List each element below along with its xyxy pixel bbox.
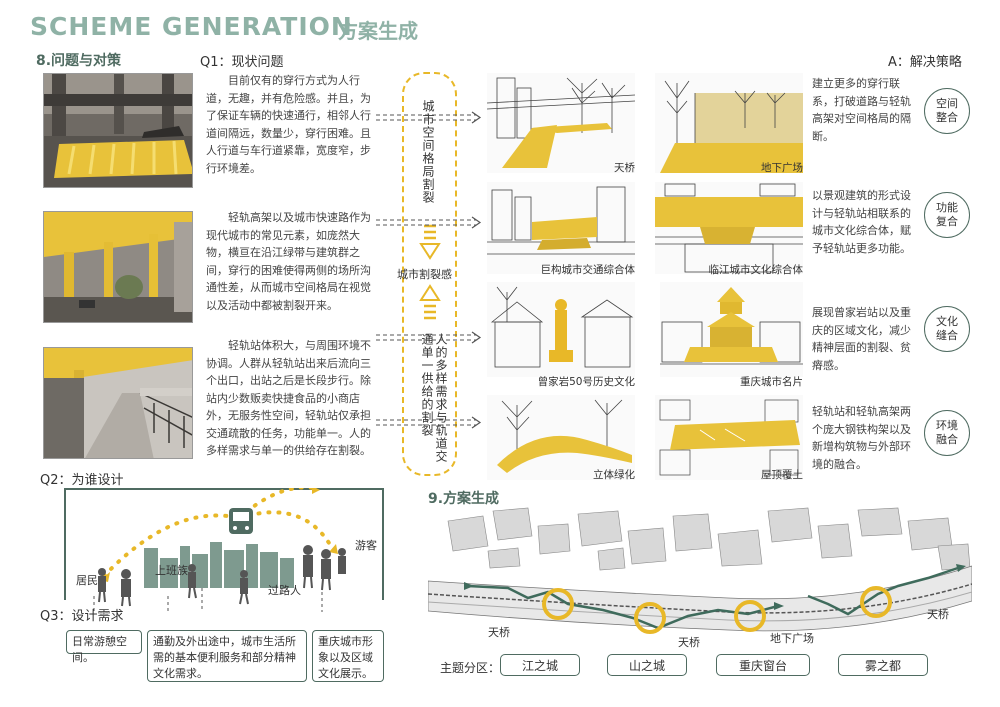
sketch-skybridge	[487, 73, 635, 173]
problem-text-3: 轻轨站体积大，与周围环境不协调。人群从轻轨站出来后流向三个出口，出站之后是长段步…	[206, 339, 371, 457]
caption-roof-soil: 屋顶覆土	[761, 469, 803, 481]
zone-river-city: 江之城	[500, 654, 580, 676]
sketch-transport-complex	[487, 182, 635, 274]
issue-text-split: 城市割裂感	[397, 268, 452, 281]
issue-text-demand: 人的多样需求与轨道交通单一供给的割裂	[420, 333, 448, 463]
arrow-down-icon	[419, 224, 441, 260]
sketch-historic-site	[487, 282, 635, 377]
strategy-circle-spatial: 空间整合	[924, 88, 970, 134]
arrow-up-icon	[419, 284, 441, 320]
sketch-underground-plaza	[655, 73, 803, 173]
map-label-underground-plaza: 地下广场	[770, 632, 814, 645]
connector-arrows	[376, 111, 482, 429]
zone-chongqing-window: 重庆窗台	[716, 654, 810, 676]
strategy-circle-environment: 环境融合	[924, 410, 970, 456]
need-box-2: 通勤及外出途中，城市生活所需的基本便利服务和部分精神文化需求。	[147, 630, 307, 682]
group-resident: 居民	[76, 574, 98, 587]
q1-heading: Q1：现状问题	[200, 55, 284, 70]
problem-text-2: 轻轨高架以及城市快速路作为现代城市的常见元素，如庞然大物，横亘在沿江绿带与建筑群…	[206, 211, 371, 312]
problem-text-1: 目前仅有的穿行方式为人行道，无趣，并有危险感。并且，为了保证车辆的快速通行，相邻…	[206, 74, 371, 175]
section-9-heading: 9.方案生成	[428, 491, 500, 507]
photo-crosswalk	[43, 73, 193, 188]
issue-pill	[402, 72, 457, 476]
strategy-text-3: 展现曾家岩站以及重庆的区域文化，减少精神层面的割裂、贫瘠感。	[812, 306, 911, 372]
caption-vertical-green: 立体绿化	[593, 469, 635, 481]
strategy-circle-label: 环境融合	[936, 419, 958, 446]
sketch-roof-soil	[655, 395, 803, 480]
photo-sidewalk	[43, 347, 193, 459]
strategy-heading: A：解决策略	[888, 55, 962, 70]
group-passerby: 过路人	[268, 584, 301, 597]
need-box-3: 重庆城市形象以及区域文化展示。	[312, 630, 384, 682]
map-label-skybridge-3: 天桥	[927, 608, 949, 621]
section-8-heading: 8.问题与对策	[36, 53, 122, 69]
q3-heading: Q3：设计需求	[40, 609, 124, 624]
title-chinese: 方案生成	[338, 19, 418, 43]
sketch-culture-complex	[655, 182, 803, 274]
caption-underground-plaza: 地下广场	[761, 162, 803, 174]
group-tourist: 游客	[355, 539, 377, 552]
caption-city-landmark: 重庆城市名片	[740, 376, 803, 388]
issue-text-spatial: 城市空间格局割裂	[421, 100, 435, 204]
caption-transport-complex: 巨构城市交通综合体	[540, 264, 636, 276]
zone-fog-capital: 雾之都	[838, 654, 928, 676]
caption-historic-site: 曾家岩50号历史文化	[537, 376, 635, 388]
caption-culture-complex: 临江城市文化综合体	[708, 264, 804, 276]
q2-heading: Q2：为谁设计	[40, 473, 124, 488]
photo-viaduct	[43, 211, 193, 323]
strategy-text-4: 轻轨站和轻轨高架两个庞大钢铁构架以及新增构筑物与外部环境的融合。	[812, 405, 911, 471]
sketch-city-landmark	[660, 282, 803, 377]
map-label-skybridge-2: 天桥	[678, 636, 700, 649]
need-box-1: 日常游憩空间。	[66, 630, 142, 664]
site-plan-map	[428, 506, 972, 640]
title-english: SCHEME GENERATION	[30, 12, 353, 41]
strategy-circle-culture: 文化缝合	[924, 306, 970, 352]
strategy-circle-label: 空间整合	[936, 97, 958, 124]
q2-diagram	[93, 488, 346, 612]
group-commuter: 上班族	[155, 564, 188, 577]
train-icon	[229, 508, 253, 534]
q2-frame	[64, 488, 384, 600]
sketch-vertical-green	[487, 395, 635, 480]
caption-skybridge: 天桥	[614, 162, 635, 174]
map-label-skybridge-1: 天桥	[488, 626, 510, 639]
strategy-circle-label: 文化缝合	[936, 315, 958, 342]
strategy-text-2: 以景观建筑的形式设计与轻轨站相联系的城市文化综合体，赋予轻轨站更多功能。	[812, 189, 911, 255]
zone-label: 主题分区：	[440, 661, 501, 675]
zone-mountain-city: 山之城	[607, 654, 687, 676]
strategy-circle-function: 功能复合	[924, 192, 970, 238]
strategy-circle-label: 功能复合	[936, 201, 958, 228]
strategy-text-1: 建立更多的穿行联系，打破道路与轻轨高架对空间格局的隔断。	[812, 77, 911, 143]
